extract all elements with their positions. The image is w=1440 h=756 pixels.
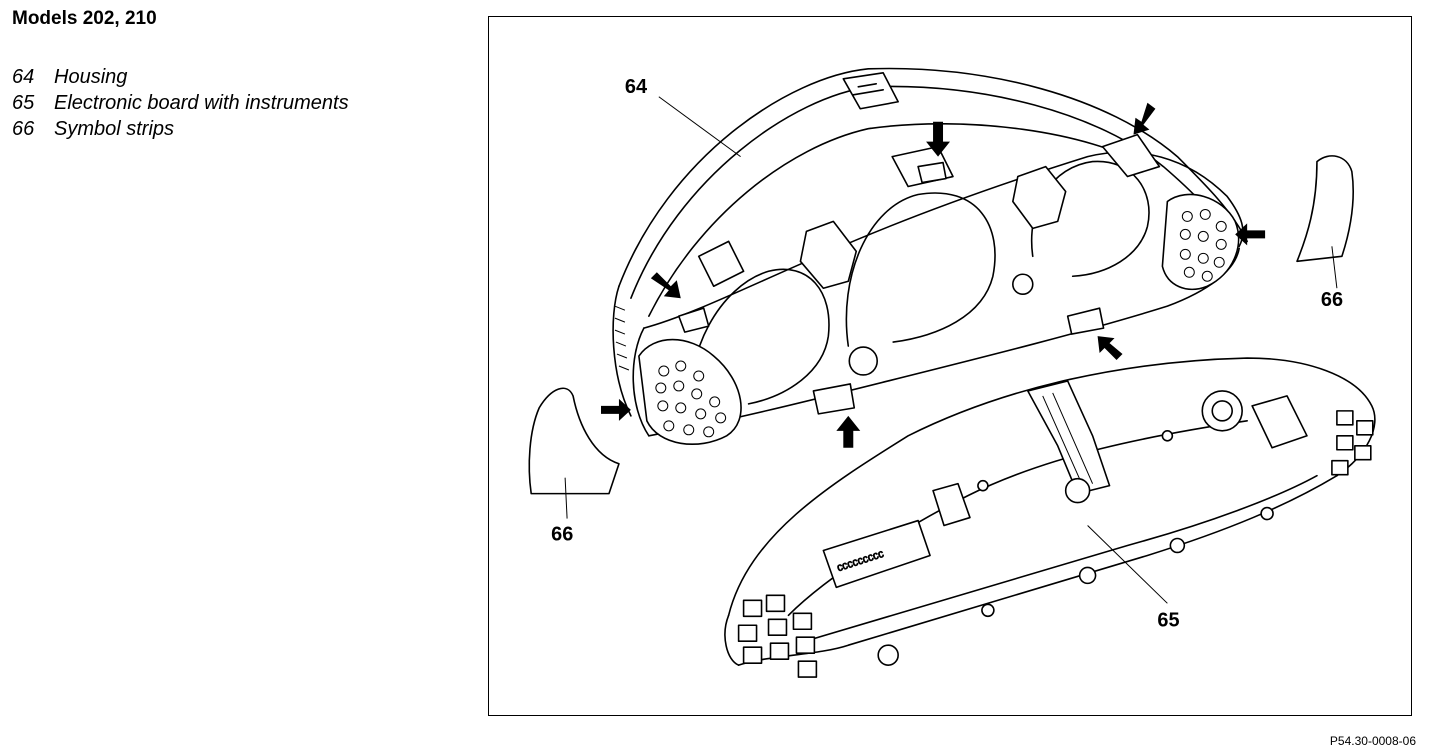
legend-item-symbol-strips: 66 Symbol strips [12,116,349,142]
electronic-board-outline [724,357,1376,678]
legend-item-electronic-board: 65 Electronic board with instruments [12,90,349,116]
page-title: Models 202, 210 [12,8,157,29]
housing-right-light-cluster [1161,193,1240,291]
arrow-icon [650,272,681,299]
callout-symbol-strip-right: 66 [1321,289,1343,311]
legend-number: 65 [12,92,35,114]
legend-number: 66 [12,118,35,140]
callout-electronic-board: 65 [1157,609,1179,631]
housing-outline [612,67,1248,437]
parts-legend: 64 Housing 65 Electronic board with instru… [12,64,349,142]
symbol-strip-right [1296,155,1355,263]
arrow-icon [836,415,861,448]
legend-label: Electronic board with instruments [54,92,349,114]
arrow-icon [1133,102,1156,135]
callout-symbol-strip-left: 66 [551,524,573,546]
legend-item-housing: 64 Housing [12,64,349,90]
callout-housing: 64 [625,76,647,98]
arrow-icon [1097,336,1123,361]
legend-label: Housing [54,66,128,88]
housing-bottom-tabs [677,307,1105,415]
diagram-frame: CCCCCCCCC 64 [488,16,1412,716]
arrow-icon [1235,223,1266,246]
housing-left-light-cluster [638,338,742,445]
housing-gauge-openings [691,133,1161,407]
arrow-icon [601,398,631,421]
arrow-icon [926,121,950,157]
housing-top-clip [842,72,954,188]
figure-reference-code: P54.30-0008-06 [1329,734,1416,748]
fastener-arrows [601,102,1266,448]
callout-leader-lines [564,96,1338,604]
legend-number: 64 [12,66,35,88]
instrument-cluster-diagram: CCCCCCCCC 64 [528,67,1376,678]
legend-label: Symbol strips [54,118,175,140]
symbol-strip-left [528,387,620,495]
